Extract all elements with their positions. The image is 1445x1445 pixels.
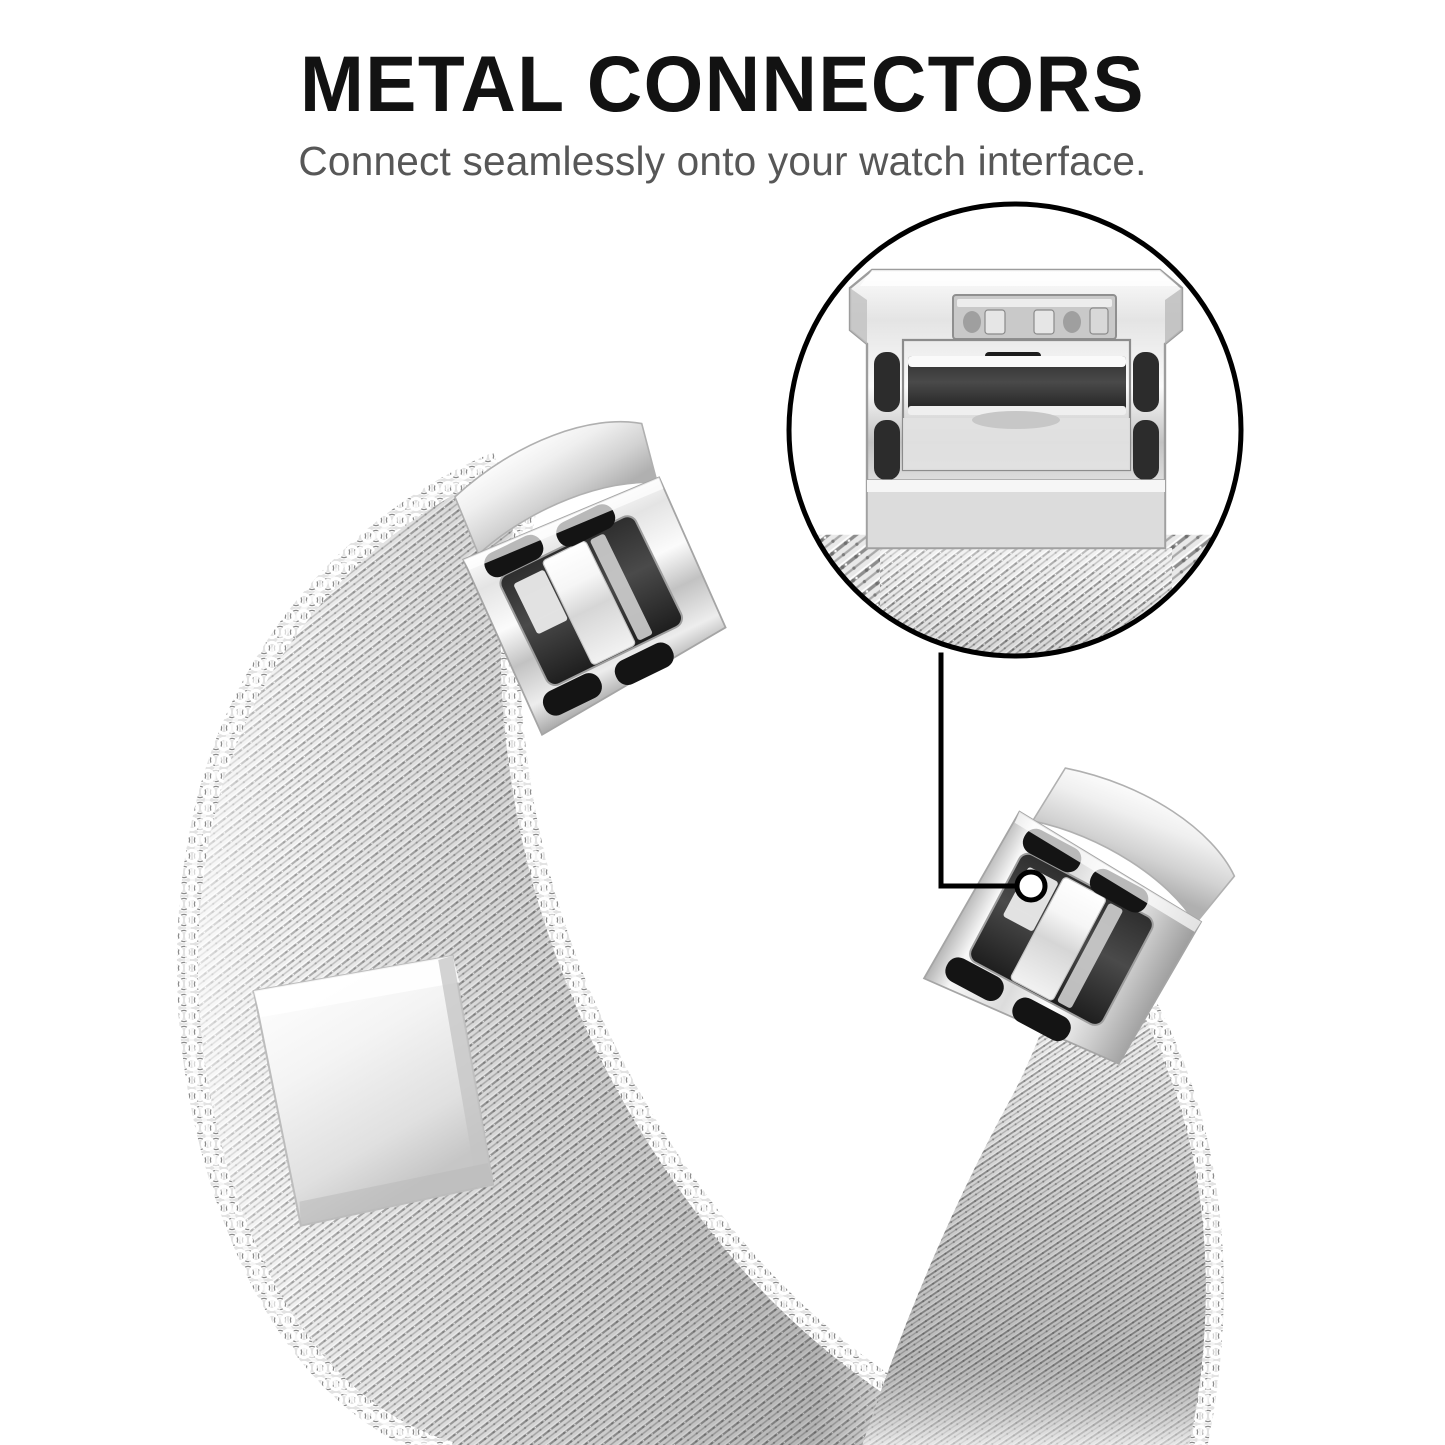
page-subtitle: Connect seamlessly onto your watch inter… xyxy=(298,137,1147,184)
band-edge-outer xyxy=(176,452,502,1445)
header-block: METAL CONNECTORS Connect seamlessly onto… xyxy=(0,0,1445,184)
upper-left-connector xyxy=(453,420,727,737)
callout-marker-dot xyxy=(1014,869,1048,903)
page-title: METAL CONNECTORS xyxy=(300,39,1145,128)
magnifier-callout xyxy=(786,201,1244,903)
magnifier-circle xyxy=(786,201,1244,659)
callout-leader-line xyxy=(938,652,1025,889)
detail-connector xyxy=(848,268,1184,550)
lower-right-connector xyxy=(922,767,1236,1065)
slider-clasp xyxy=(252,954,495,1227)
